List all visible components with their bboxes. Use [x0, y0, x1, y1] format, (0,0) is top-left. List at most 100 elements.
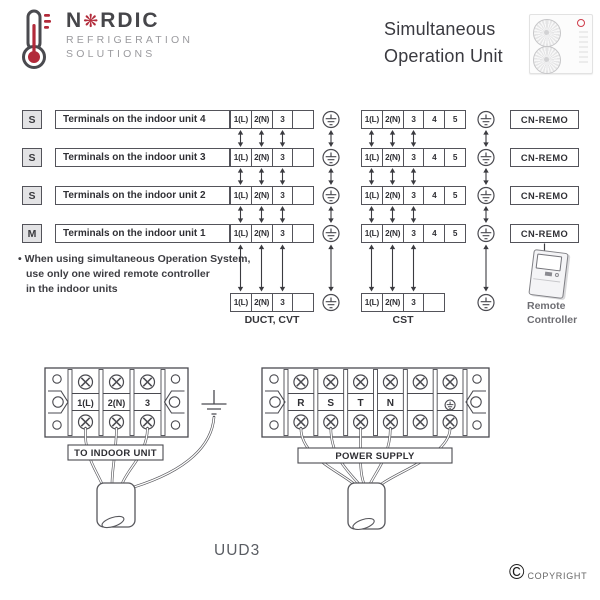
cable-sheath [347, 482, 386, 530]
terminal-cell: 1(L) [233, 153, 248, 162]
strip-label: R [297, 398, 305, 409]
terminal-cell: 4 [423, 225, 444, 242]
page-title: Simultaneous Operation Unit [384, 19, 503, 66]
duct-cvt-caption: DUCT, CVT [244, 314, 300, 326]
terminal-cell: 1(L) [364, 229, 379, 238]
terminal-cell: 3 [402, 149, 424, 166]
remote-button-dot [554, 272, 560, 278]
terminal-cell: 1(L) [364, 153, 379, 162]
terminal-cell: 2(N) [250, 225, 272, 242]
strip-caption: POWER SUPPLY [335, 451, 415, 462]
terminal-cell: 2(N) [250, 111, 272, 128]
brand-name: N❋RDIC [66, 9, 160, 32]
terminal-cell: 1(L) [233, 229, 248, 238]
terminal-cell: 1(L) [233, 115, 248, 124]
note-line: in the indoor units [26, 283, 118, 295]
remote-controller-body [528, 249, 569, 299]
terminal-cell: 2(N) [381, 111, 403, 128]
outdoor-unit-image [529, 14, 593, 74]
note-line: use only one wired remote controller [26, 268, 210, 280]
lg-logo-icon [577, 19, 585, 27]
terminal-cell: 5 [444, 187, 465, 204]
terminal-cell [292, 294, 313, 311]
terminal-cell: 4 [423, 187, 444, 204]
strip-label: 1(L) [77, 398, 94, 408]
terminal-cell: 2(N) [381, 294, 403, 311]
ground-terminal-icon [444, 399, 456, 411]
terminal-cell [423, 294, 444, 311]
terminal-cell: 3 [402, 225, 424, 242]
row-type-badge: S [22, 110, 42, 129]
indoor-unit-terminals-label: Terminals on the indoor unit 1 [55, 224, 230, 243]
terminal-cell: 1(L) [233, 298, 248, 307]
brand-subtitle-2: SOLUTIONS [66, 48, 156, 60]
row-type-badge: M [22, 224, 42, 243]
terminal-cell: 5 [444, 225, 465, 242]
remote-controller-image [524, 249, 576, 301]
cable-sheath [96, 482, 136, 528]
strip-caption: TO INDOOR UNIT [74, 448, 157, 459]
strip-label: 3 [145, 398, 150, 408]
terminal-block-power: 1(L)2(N)3 [230, 186, 314, 205]
terminal-cell: 5 [444, 149, 465, 166]
terminal-cell: 3 [271, 294, 293, 311]
terminal-cell: 4 [423, 111, 444, 128]
remote-button [544, 271, 553, 277]
terminal-cell: 4 [423, 149, 444, 166]
terminal-cell: 1(L) [364, 191, 379, 200]
cst-caption: CST [392, 314, 414, 326]
terminal-cell [292, 225, 313, 242]
terminal-block-power: 1(L)2(N)3 [230, 148, 314, 167]
snowflake-icon: ❋ [83, 11, 101, 31]
model-label: UUD3 [214, 542, 261, 559]
terminal-cell: 3 [271, 111, 293, 128]
terminal-cell: 2(N) [250, 187, 272, 204]
thermometer-icon [22, 9, 51, 69]
brand-logo: N❋RDIC REFRIGERATION SOLUTIONS [12, 8, 193, 70]
strip-label: 2(N) [108, 398, 126, 408]
note-line: • When using simultaneous Operation Syst… [18, 253, 251, 265]
remote-screen [535, 253, 563, 272]
fan-grille-icon [533, 46, 561, 74]
terminal-cell: 3 [402, 294, 424, 311]
indoor-unit-terminals-label: Terminals on the indoor unit 2 [55, 186, 230, 205]
strip-label: N [387, 398, 394, 409]
terminal-cell [292, 187, 313, 204]
remote-controller-label: Remote Controller [527, 300, 578, 326]
terminal-cell: 2(N) [381, 149, 403, 166]
row-type-badge: S [22, 186, 42, 205]
terminal-cell: 5 [444, 111, 465, 128]
brand-subtitle-1: REFRIGERATION [66, 34, 194, 46]
duct-cvt-terminal-block: 1(L)2(N)3 [230, 293, 314, 312]
strip-label: S [327, 398, 334, 409]
indoor-unit-terminals-label: Terminals on the indoor unit 4 [55, 110, 230, 129]
terminal-cell [292, 111, 313, 128]
strip-label: T [358, 398, 364, 409]
terminal-cell: 3 [271, 149, 293, 166]
terminal-cell: 1(L) [233, 191, 248, 200]
earth-ground-icon [201, 390, 227, 415]
terminal-block-power: 1(L)2(N)3 [230, 224, 314, 243]
row-type-badge: S [22, 148, 42, 167]
side-vents [579, 31, 588, 63]
copyright-icon: © [509, 561, 525, 584]
copyright: © COPYRIGHT [509, 561, 587, 584]
indoor-unit-terminal-strip: 1(L) 2(N) 3 TO INDOOR UNIT [44, 367, 227, 529]
terminal-cell: 2(N) [381, 225, 403, 242]
terminal-cell: 2(N) [250, 294, 272, 311]
cn-remo-connector: CN-REMO [510, 224, 579, 243]
terminal-cell: 2(N) [250, 149, 272, 166]
terminal-cell: 1(L) [364, 298, 379, 307]
power-supply-terminal-strip: R S T N POWER SUPPLY [261, 367, 490, 531]
terminal-cell: 3 [402, 187, 424, 204]
indoor-unit-terminals-label: Terminals on the indoor unit 3 [55, 148, 230, 167]
terminal-cell: 3 [271, 225, 293, 242]
terminal-cell: 2(N) [381, 187, 403, 204]
cn-remo-connector: CN-REMO [510, 186, 579, 205]
